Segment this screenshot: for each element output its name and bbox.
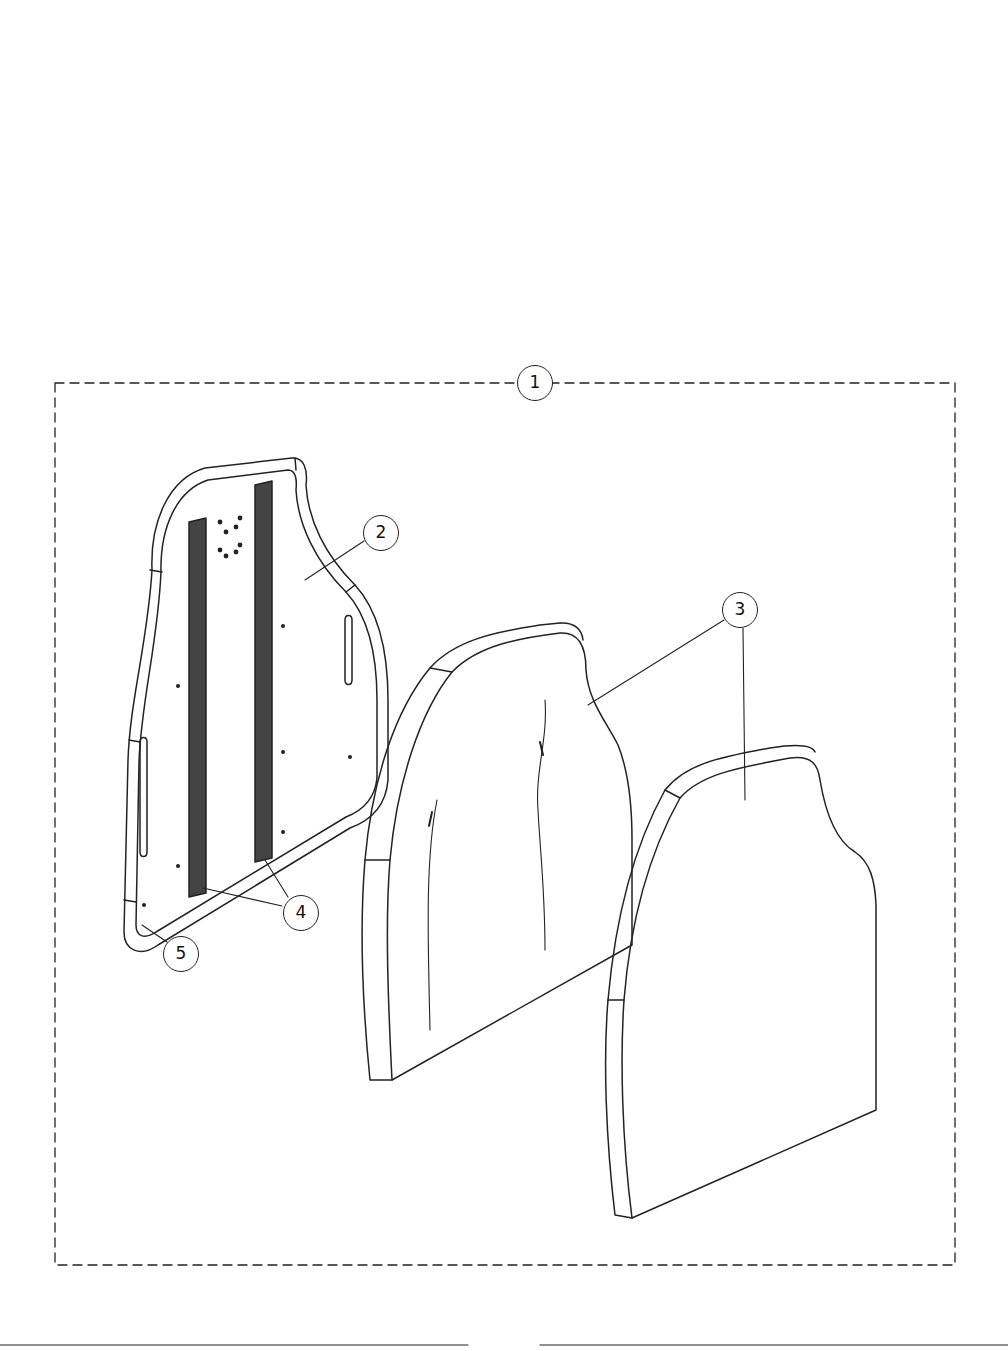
page-rule (0, 1344, 468, 1345)
callout-number: 5 (163, 936, 199, 972)
leader-line (142, 541, 745, 942)
page-rule (540, 1344, 1008, 1345)
foam-cushion (606, 746, 876, 1218)
callout-number: 1 (517, 365, 553, 401)
foam-cushion (362, 623, 632, 1080)
assembly-boundary (55, 383, 955, 1265)
callout-number: 4 (283, 895, 319, 931)
callout-number: 2 (363, 515, 399, 551)
back-shell (124, 458, 388, 951)
callout-number: 3 (722, 592, 758, 628)
